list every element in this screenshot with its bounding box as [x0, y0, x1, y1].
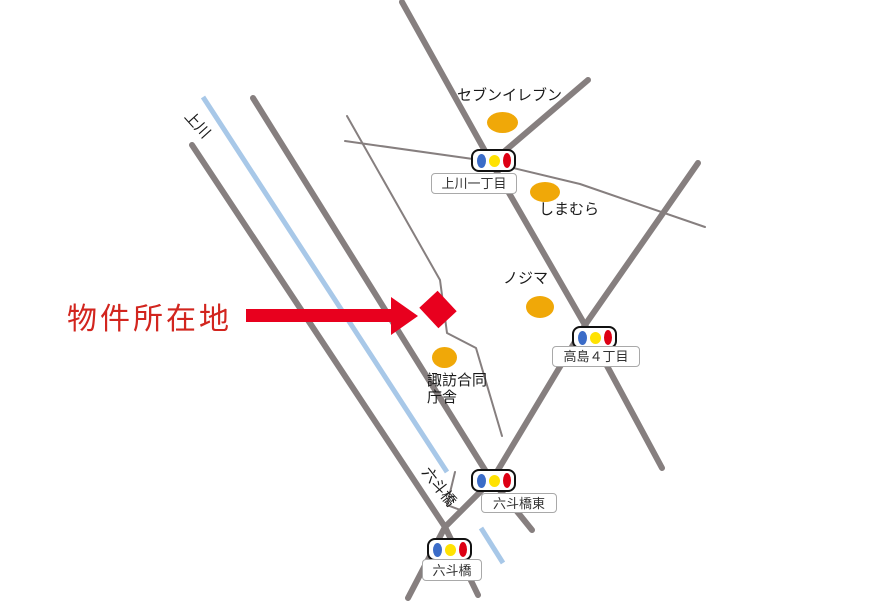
seven-eleven-poi-icon — [487, 112, 518, 133]
property-arrow-head-icon — [391, 297, 418, 335]
signal-blue-lamp — [476, 473, 486, 488]
suwa-office-label-line2: 庁舎 — [427, 389, 458, 406]
shimamura-poi-icon — [530, 182, 560, 202]
river-lower-segment — [478, 526, 506, 565]
traffic-signal-icon-kamikawa — [471, 149, 516, 172]
signal-red-lamp — [458, 542, 467, 557]
nojima-label: ノジマ — [503, 270, 549, 287]
intersection-sign-rokutobashi-higashi: 六斗橋東 — [481, 493, 557, 513]
signal-yellow-lamp — [488, 154, 500, 167]
traffic-signal-icon-rokutobashi-higashi — [471, 469, 516, 492]
river-upper-segment — [200, 95, 450, 474]
intersection-sign-rokutobashi: 六斗橋 — [422, 559, 482, 581]
signal-blue-lamp — [432, 542, 442, 557]
signal-yellow-lamp — [444, 543, 456, 556]
shimamura-label: しまむら — [539, 201, 600, 218]
signal-yellow-lamp — [589, 331, 601, 344]
suwa-office-poi-icon — [432, 347, 457, 368]
seven-eleven-label: セブンイレブン — [457, 87, 563, 104]
signal-yellow-lamp — [488, 474, 500, 487]
road-thin-property-access — [346, 115, 503, 437]
signal-blue-lamp — [476, 153, 486, 168]
property-location-title: 物件所在地 — [67, 303, 232, 336]
road-branch-northeast — [489, 77, 591, 165]
road-thin-crosstown — [344, 140, 706, 228]
intersection-sign-takashima-4chome: 高島４丁目 — [552, 346, 640, 367]
signal-red-lamp — [502, 153, 511, 168]
intersection-sign-kamikawa-1chome: 上川一丁目 — [431, 173, 517, 194]
road-left-diagonal — [189, 142, 481, 598]
suwa-office-label-line1: 諏訪合同 — [427, 372, 488, 389]
signal-blue-lamp — [577, 330, 587, 345]
property-arrow-shaft — [246, 309, 393, 322]
signal-red-lamp — [502, 473, 511, 488]
nojima-poi-icon — [526, 296, 554, 318]
signal-red-lamp — [603, 330, 612, 345]
road-main-northwest — [399, 0, 665, 471]
road-thin-bridge-stub — [446, 471, 464, 512]
traffic-signal-icon-rokutobashi — [427, 538, 472, 561]
